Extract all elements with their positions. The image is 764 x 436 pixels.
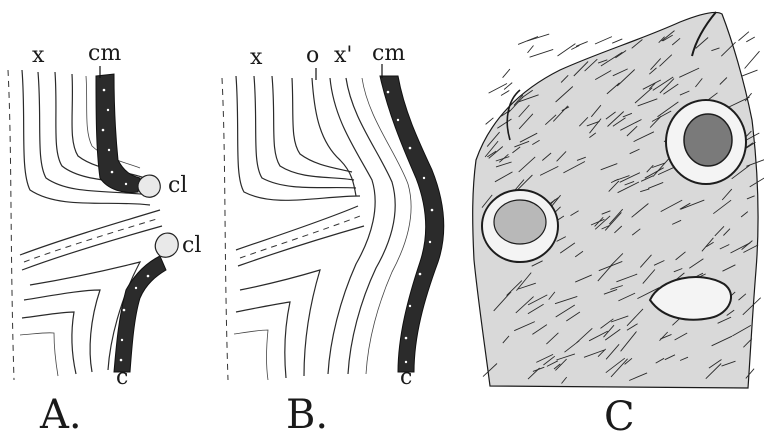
panel-c-hatch-stroke — [612, 39, 622, 43]
panel-b-grain-line — [254, 76, 356, 188]
panel-c-hatch-stroke — [501, 91, 509, 96]
panel-b-new-wood-line — [328, 78, 375, 374]
panel-a-callus-upper — [138, 175, 160, 197]
panel-a-label-cm: cm — [88, 41, 121, 66]
panel-b-label-c: c — [400, 365, 412, 390]
panel-c-hatch-stroke — [528, 46, 534, 53]
panel-c-hatch-stroke — [489, 84, 507, 94]
panel-c-hatch-stroke — [530, 49, 554, 57]
panel-b-grain-line — [236, 302, 290, 378]
panel-b-caption: B. — [286, 392, 328, 436]
panel-b-section: x o x' cm c B. — [222, 41, 444, 436]
panel-b-new-wood-line — [346, 78, 395, 374]
panel-c-knob-upper-right-center — [684, 114, 732, 166]
panel-a-grain-line — [20, 333, 58, 376]
panel-a-label-cl-upper: cl — [168, 173, 187, 198]
panel-c-knob-left-center — [494, 200, 546, 244]
panel-a-label-x: x — [32, 43, 45, 68]
panel-a-branch-pith — [24, 218, 160, 262]
panel-a-section: x cm cl cl c A. — [8, 41, 201, 436]
panel-a-branch-line — [22, 226, 162, 270]
panel-c-hatch-stroke — [739, 32, 749, 41]
panel-b-stub-line — [236, 206, 358, 250]
panel-c-caption: C — [604, 394, 635, 436]
panel-b-grain-line — [240, 270, 320, 376]
panel-c-hatch-stroke — [486, 118, 494, 125]
panel-c-hatch-stroke — [518, 37, 538, 45]
panel-b-label-o: o — [306, 43, 319, 68]
panel-a-caption: A. — [39, 392, 82, 436]
panel-c-hatch-stroke — [503, 69, 510, 78]
panel-a-label-c: c — [116, 365, 128, 390]
panel-a-dashed-edge — [8, 70, 14, 380]
panel-c-hatch-stroke — [504, 83, 512, 90]
panel-b-dashed-edge — [222, 78, 228, 380]
panel-c-hatch-stroke — [576, 42, 588, 47]
panel-c-trunk-drawing: C — [473, 12, 764, 436]
panel-a-label-cl-lower: cl — [182, 233, 201, 258]
panel-b-label-x: x — [250, 45, 263, 70]
panel-a-grain-line — [24, 290, 100, 372]
panel-c-hatch-stroke — [746, 37, 755, 42]
panel-c-hatch-stroke — [595, 37, 612, 44]
panel-c-hatch-stroke — [742, 70, 758, 76]
panel-b-stub-pith — [240, 216, 360, 258]
panel-a-callus-lower — [155, 233, 178, 257]
panel-b-label-x-prime: x' — [334, 43, 352, 68]
panel-b-bark — [380, 76, 444, 372]
panel-a-bark-lower — [114, 256, 166, 372]
panel-b-grain-line — [234, 330, 268, 380]
panel-a-grain-line — [22, 312, 76, 374]
panel-c-hatch-stroke — [558, 44, 576, 56]
panel-b-stub-line — [238, 226, 364, 266]
panel-c-hatch-stroke — [745, 51, 760, 68]
panel-b-label-cm: cm — [372, 41, 405, 66]
